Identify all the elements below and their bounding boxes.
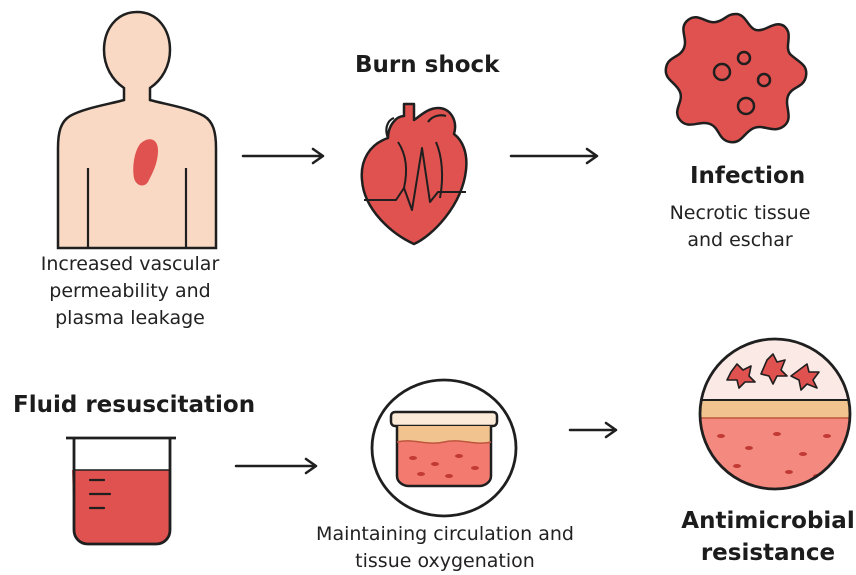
infection-title: Infection — [690, 163, 805, 189]
fluid-resuscitation-title: Fluid resuscitation — [13, 392, 255, 418]
necrotic-tissue-caption: Necrotic tissue and eschar — [640, 200, 840, 254]
tissue-dish-icon — [369, 376, 519, 520]
beaker-icon — [64, 434, 180, 548]
burn-shock-title: Burn shock — [355, 52, 499, 78]
circulation-caption: Maintaining circulation and tissue oxyge… — [290, 521, 600, 575]
antimicrobial-resistance-title: Antimicrobial resistance — [680, 505, 856, 569]
right-arrow-icon — [570, 420, 620, 440]
human-torso-icon — [40, 8, 235, 248]
heart-icon — [358, 98, 473, 248]
skin-cross-section-icon — [697, 336, 853, 492]
right-arrow-icon — [511, 146, 601, 166]
right-arrow-icon — [236, 456, 320, 476]
right-arrow-icon — [243, 146, 327, 166]
bacterium-icon — [664, 8, 810, 148]
vascular-permeability-caption: Increased vascular permeability and plas… — [10, 251, 250, 332]
